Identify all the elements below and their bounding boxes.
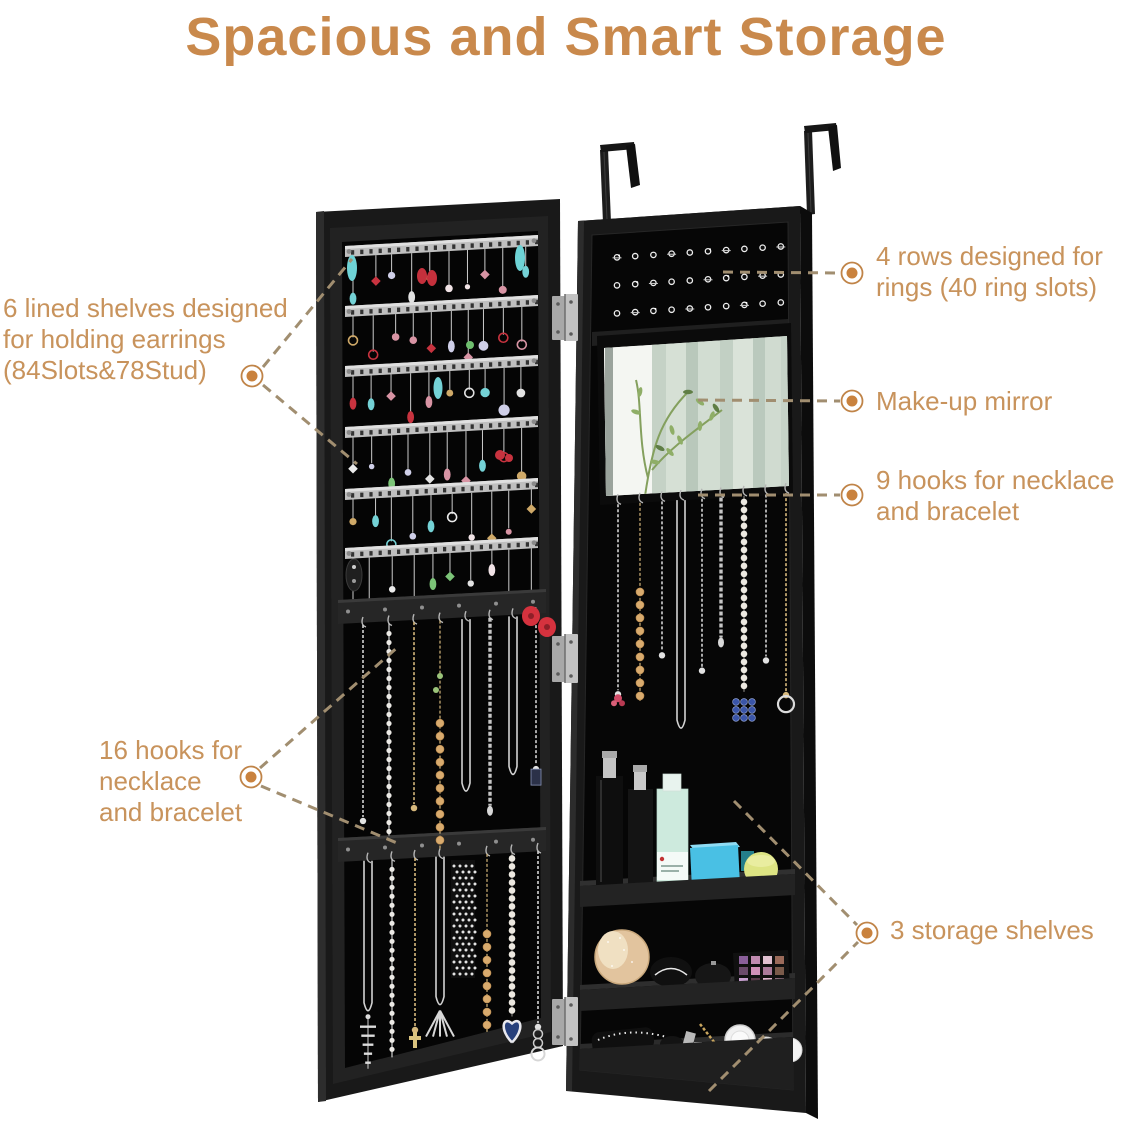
callout-hooks-16: 16 hooks for necklace and bracelet	[99, 735, 242, 828]
hinges	[552, 294, 578, 1046]
leader-line	[707, 940, 860, 1093]
leader-line	[732, 799, 859, 927]
callout-line: (84Slots&78Stud)	[3, 355, 207, 385]
callout-line: 9 hooks for necklace	[876, 465, 1115, 495]
callout-marker	[855, 921, 879, 945]
leader-line	[261, 258, 354, 368]
leader-line	[259, 644, 400, 770]
callout-marker	[840, 483, 864, 507]
callout-line: 16 hooks for	[99, 735, 243, 765]
callout-marker	[240, 364, 264, 388]
callout-line: and bracelet	[876, 496, 1020, 526]
over-door-hooks	[600, 123, 841, 223]
callout-line: 3 storage shelves	[890, 915, 1094, 945]
callout-ring-rows: 4 rows designed for rings (40 ring slots…	[876, 241, 1103, 303]
callout-storage-shelves: 3 storage shelves	[890, 915, 1094, 946]
callout-line: and bracelet	[99, 797, 243, 827]
cabinet-body	[566, 206, 818, 1119]
page-title: Spacious and Smart Storage	[185, 7, 947, 67]
callout-leader-lines	[239, 258, 879, 1093]
callout-line: 4 rows designed for	[876, 241, 1103, 271]
leader-line	[722, 270, 841, 275]
callout-hooks-9: 9 hooks for necklace and bracelet	[876, 465, 1114, 527]
callout-marker	[239, 765, 263, 789]
callout-line: 6 lined shelves designed	[3, 293, 288, 323]
callout-line: Make-up mirror	[876, 386, 1053, 416]
callout-earring-shelves: 6 lined shelves designed for holding ear…	[3, 293, 288, 386]
callout-line: rings (40 ring slots)	[876, 272, 1098, 302]
leader-line	[262, 383, 358, 466]
callout-marker	[840, 389, 864, 413]
callout-line: for holding earrings	[3, 324, 226, 354]
callout-line: necklace	[99, 766, 202, 796]
callout-makeup-mirror: Make-up mirror	[876, 386, 1052, 417]
callout-marker	[840, 261, 864, 285]
leader-line	[260, 784, 398, 845]
left-door-panel	[316, 199, 563, 1102]
leader-line	[697, 398, 841, 403]
